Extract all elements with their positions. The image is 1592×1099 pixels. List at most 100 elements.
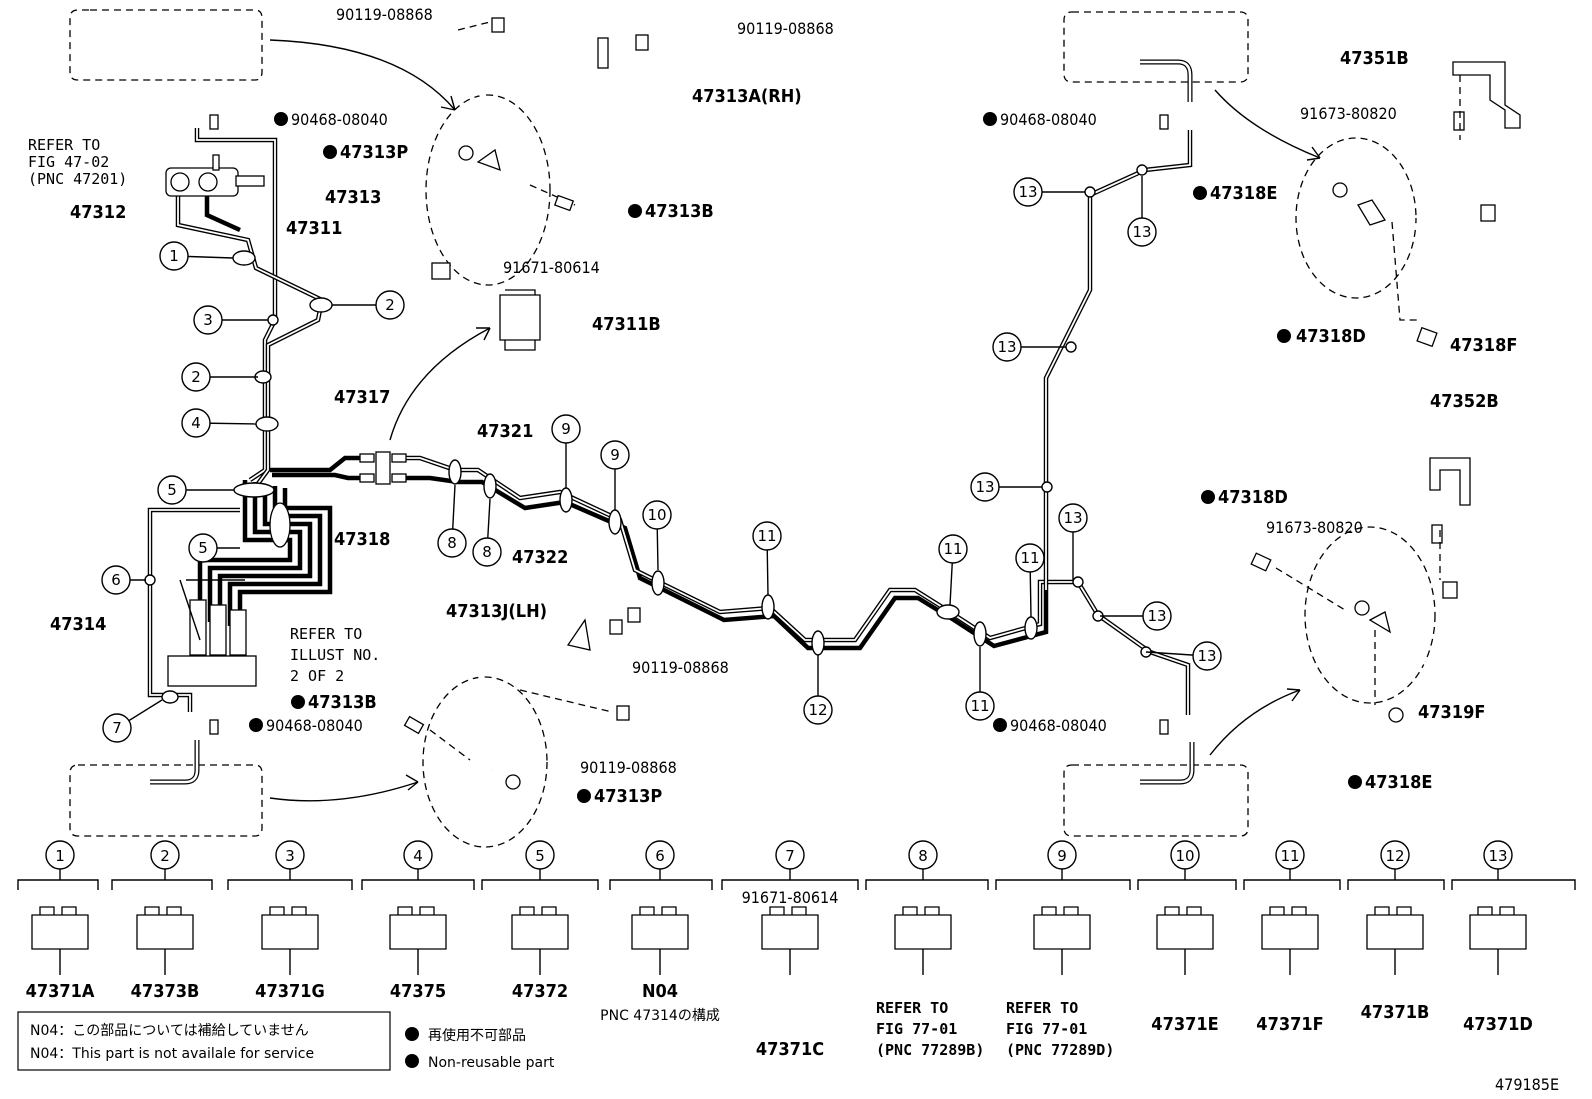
callout-8: 8 [472, 498, 502, 567]
legend-ref-line: FIG 77-01 [1006, 1020, 1087, 1038]
clip-shape [136, 906, 194, 950]
legend-part: N04 [642, 981, 678, 1002]
clip-shape [894, 906, 952, 950]
refer-fig-line1: REFER TO [28, 136, 100, 154]
callout-number: 7 [112, 719, 122, 737]
callout-number: 11 [757, 527, 776, 545]
clip-shape [389, 906, 447, 950]
label-47313B-bottom: 47313B [308, 692, 377, 713]
detail-rear-left [403, 607, 641, 848]
legend-part: 47371E [1151, 1014, 1218, 1035]
callout-9: 9 [551, 414, 581, 488]
legend-part: 47372 [512, 981, 568, 1002]
legend-part: 47371G [255, 981, 325, 1002]
label-47313A: 47313A(RH) [692, 86, 802, 107]
label-47322: 47322 [512, 547, 568, 568]
legend-part: 47375 [390, 981, 446, 1002]
callout-13: 13 [1100, 601, 1172, 631]
legend-item-5: 5 47372 [481, 840, 599, 1002]
legend-number: 9 [1057, 847, 1067, 865]
note-nonreuse-en: Non-reusable part [428, 1055, 555, 1071]
legend-number: 5 [535, 847, 545, 865]
callout-13: 13 [1145, 641, 1222, 671]
clip-shape [1261, 906, 1319, 950]
refer-illust-line1: REFER TO [290, 625, 362, 643]
legend-part: 47373B [131, 981, 200, 1002]
clip-shape [761, 906, 819, 950]
callout-11: 11 [1015, 543, 1045, 618]
legend-number: 3 [285, 847, 295, 865]
clip-shape [1469, 906, 1527, 950]
callout-11: 11 [752, 521, 782, 596]
clip-shape [261, 906, 319, 950]
callout-number: 1 [169, 247, 179, 265]
legend-part: 47371A [26, 981, 95, 1002]
callout-number: 13 [1063, 509, 1082, 527]
refer-fig-line2: FIG 47-02 [28, 153, 109, 171]
legend-ref-line: (PNC 77289B) [876, 1041, 984, 1059]
legend-number: 1 [55, 847, 65, 865]
callout-5: 5 [188, 533, 240, 563]
legend-ref-line: FIG 77-01 [876, 1020, 957, 1038]
callout-number: 9 [561, 420, 571, 438]
refer-fig-line3: (PNC 47201) [28, 170, 127, 188]
label-47352B: 47352B [1430, 391, 1499, 412]
callout-number: 13 [997, 338, 1016, 356]
legend-item-3: 3 47371G [227, 840, 353, 1002]
legend-number: 12 [1385, 847, 1404, 865]
callout-number: 10 [647, 506, 666, 524]
nonreusable-marks [249, 112, 1362, 803]
label-47312: 47312 [70, 202, 126, 223]
clip-shape [1033, 906, 1091, 950]
callout-7: 7 [102, 699, 163, 743]
label-47318D-bottom: 47318D [1218, 487, 1288, 508]
callout-2: 2 [181, 362, 258, 392]
label-47311B: 47311B [592, 314, 661, 335]
label-47318: 47318 [334, 529, 390, 550]
label-47311: 47311 [286, 218, 342, 239]
wheel-box-rear-left [69, 740, 263, 837]
master-cylinder [167, 502, 291, 687]
clip-shape [31, 906, 89, 950]
callout-number: 2 [191, 368, 201, 386]
label-47318E-top: 47318E [1210, 183, 1277, 204]
clip-legend: 147371A247373B347371G4473755473726N04PNC… [17, 840, 1576, 1060]
legend-number: 10 [1175, 847, 1194, 865]
legend-part: 47371D [1463, 1014, 1533, 1035]
callout-number: 5 [167, 481, 177, 499]
part-labels: 90119-08868 90119-08868 47313A(RH) 90468… [28, 5, 1517, 807]
callout-number: 11 [943, 540, 962, 558]
label-90119-a: 90119-08868 [336, 5, 433, 24]
legend-item-1: 1 47371A [17, 840, 99, 1002]
callout-number: 9 [610, 446, 620, 464]
legend-item-13: 13 47371D [1451, 840, 1576, 1035]
label-47318D-top: 47318D [1296, 326, 1366, 347]
legend-number: 11 [1280, 847, 1299, 865]
callout-13: 13 [992, 332, 1066, 362]
callout-3: 3 [193, 305, 268, 335]
callout-number: 11 [970, 697, 989, 715]
arrows [269, 39, 1321, 802]
callout-13: 13 [1127, 176, 1157, 247]
legend-item-10: 10 47371E [1137, 840, 1237, 1035]
callout-number: 13 [1197, 647, 1216, 665]
legend-number: 13 [1488, 847, 1507, 865]
callout-12: 12 [803, 655, 833, 725]
legend-number: 8 [918, 847, 928, 865]
label-47317: 47317 [334, 387, 390, 408]
legend-number: 6 [655, 847, 665, 865]
callout-13: 13 [970, 472, 1042, 502]
callout-13: 13 [1058, 503, 1088, 580]
label-47318E-bottom: 47318E [1365, 772, 1432, 793]
callout-2: 2 [332, 290, 405, 320]
label-47313J: 47313J(LH) [446, 601, 547, 622]
notes: N04：この部品については補給していません N04：This part is n… [17, 1011, 555, 1071]
detail-front-left [425, 17, 649, 286]
callout-13: 13 [1013, 177, 1085, 207]
legend-number: 7 [785, 847, 795, 865]
